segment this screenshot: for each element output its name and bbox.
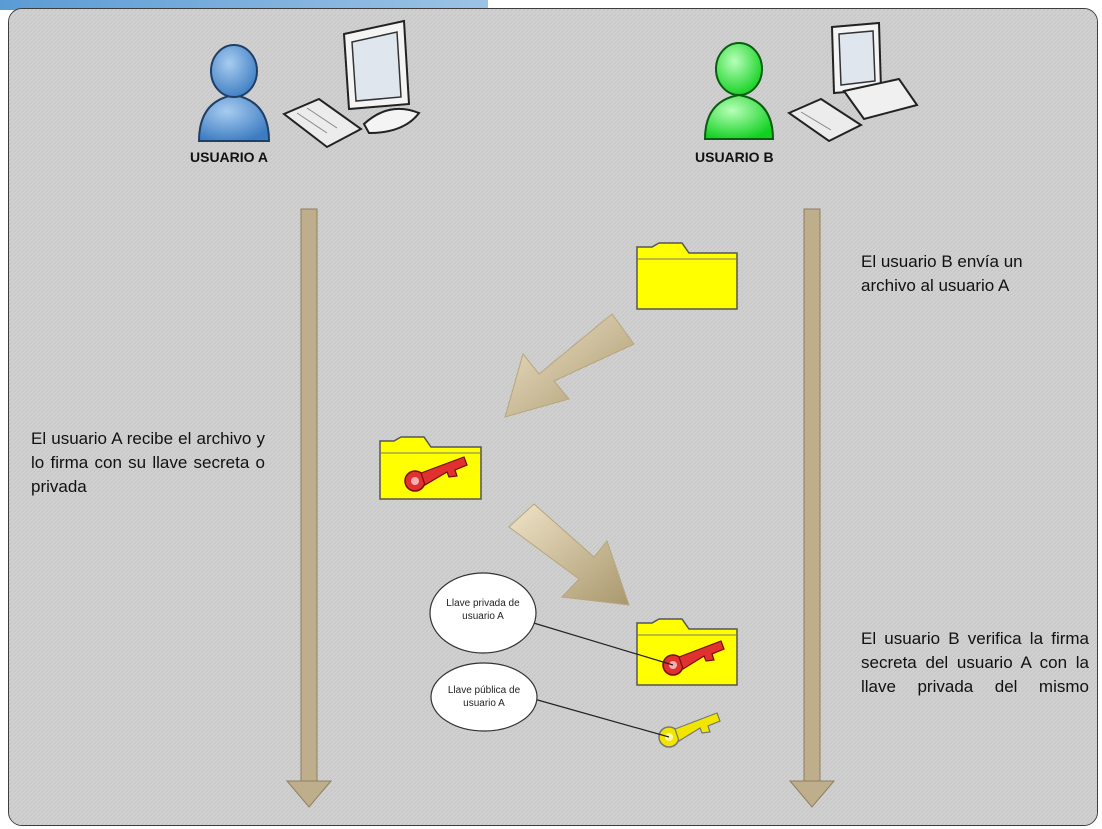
hatched-background xyxy=(9,9,1097,825)
diagram-panel: USUARIO A USUARIO B El usuario B envía u… xyxy=(8,8,1098,826)
diagram-scene xyxy=(9,9,1097,825)
private-key-callout-bubble xyxy=(429,572,537,654)
user-b-computer-icon xyxy=(786,21,919,143)
user-b-timeline-arrow xyxy=(788,208,836,808)
signed-folder-private-key-icon xyxy=(404,456,468,492)
user-b-person-icon xyxy=(703,42,775,140)
signed-folder-icon xyxy=(379,436,482,500)
user-a-timeline-arrow xyxy=(285,208,333,808)
flow-arrow-to-user-b xyxy=(508,503,630,606)
user-a-computer-icon xyxy=(282,19,421,149)
step-b-sends-text: El usuario B envía un archivo al usuario… xyxy=(861,252,1023,295)
public-key-callout-label: Llave pública de usuario A xyxy=(447,685,521,709)
public-key-callout-line xyxy=(526,696,670,738)
user-a-label: USUARIO A xyxy=(190,149,269,165)
user-a-person-icon xyxy=(197,44,271,142)
public-key-callout-bubble xyxy=(430,662,538,732)
user-b-label: USUARIO B xyxy=(695,149,774,165)
flow-arrow-to-user-a xyxy=(504,313,635,418)
step-b-verifies-text: El usuario B verifica la firma secreta d… xyxy=(861,629,1089,696)
private-key-callout-line xyxy=(526,620,674,666)
private-key-callout-label: Llave privada de usuario A xyxy=(446,598,520,622)
verified-folder-icon xyxy=(636,618,738,686)
plain-folder-icon xyxy=(636,242,738,310)
top-accent-bar xyxy=(0,0,488,10)
step-a-signs-text: El usuario A recibe el archivo y lo firm… xyxy=(31,429,265,496)
